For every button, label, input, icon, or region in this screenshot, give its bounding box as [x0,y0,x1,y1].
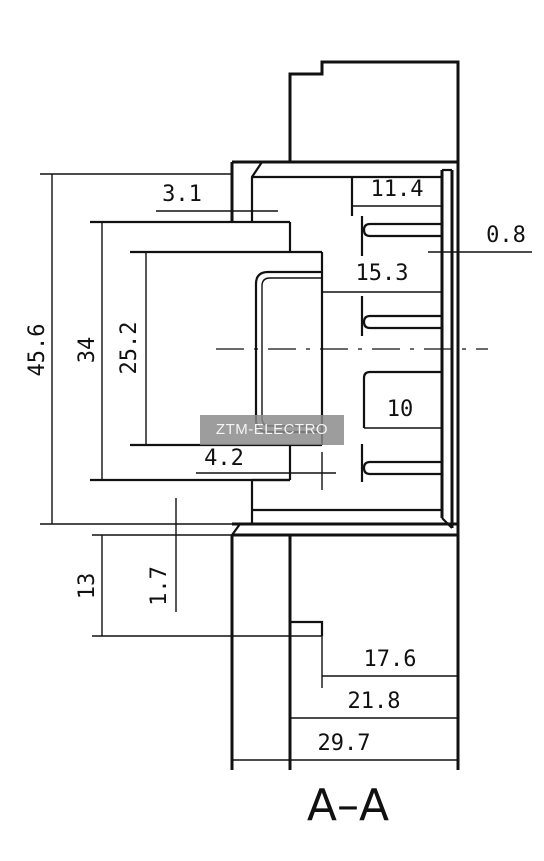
dim-1-7: 1.7 [147,566,172,606]
dim-17-6: 17.6 [364,647,417,672]
dim-11-4: 11.4 [371,177,424,202]
dim-13: 13 [75,573,100,600]
dim-15-3: 15.3 [356,261,409,286]
watermark: ZTM-ELECTRO [200,415,344,445]
inner-cavity [90,175,442,512]
dim-4-2: 4.2 [204,446,244,471]
dim-3-1: 3.1 [162,182,202,207]
dim-21-8: 21.8 [348,689,401,714]
dim-34: 34 [75,337,100,364]
dimension-labels: 45.6 34 25.2 3.1 11.4 0.8 15.3 10 4.2 13… [25,177,526,756]
comb-fingers [350,177,442,482]
section-title: A–A [307,780,389,831]
dim-29-7: 29.7 [318,731,371,756]
housing-outline [230,60,460,770]
dim-45-6: 45.6 [25,324,50,377]
dim-10: 10 [387,397,414,422]
dim-0-8: 0.8 [486,223,526,248]
dim-25-2: 25.2 [117,322,142,375]
dimension-lines [40,173,532,761]
